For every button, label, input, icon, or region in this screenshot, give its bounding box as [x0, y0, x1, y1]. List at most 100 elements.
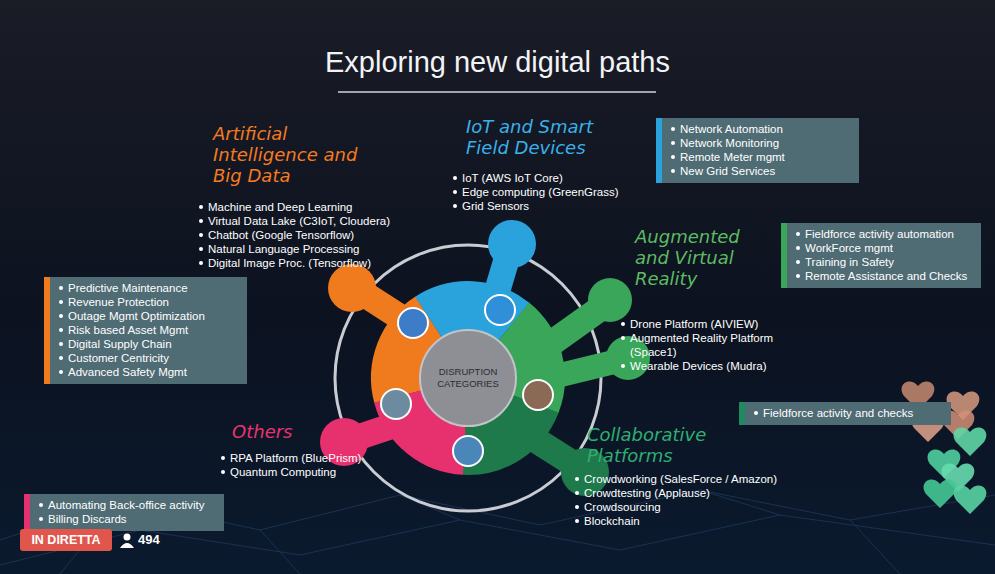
bullet-dot — [39, 503, 43, 507]
technology-list: IoT (AWS IoT Core)Edge computing (GreenG… — [452, 171, 652, 213]
bullet-dot — [796, 274, 800, 278]
technology-text: Digital Image Proc. (Tensorflow) — [208, 257, 371, 269]
technology-item: Augmented Reality Platform (Space1) — [620, 331, 780, 359]
bullet-dot — [59, 286, 63, 290]
category-panel: Automating Back-office activityBilling D… — [24, 494, 224, 531]
technology-item: Wearable Devices (Mudra) — [620, 359, 780, 373]
technology-item: Grid Sensors — [452, 199, 652, 213]
bullet-dot — [59, 370, 63, 374]
panel-item-text: Fieldforce activity and checks — [763, 407, 913, 419]
bullet-dot — [754, 411, 758, 415]
technology-item: Digital Image Proc. (Tensorflow) — [198, 256, 413, 270]
viewer-count: 494 — [138, 532, 160, 547]
technology-text: RPA Platform (BluePrism) — [230, 452, 361, 464]
panel-item-text: New Grid Services — [680, 165, 775, 177]
hub-label: DISRUPTION CATEGORIES — [433, 366, 503, 390]
bullet-dot — [199, 233, 203, 237]
panel-item: Advanced Safety Mgmt — [58, 365, 239, 379]
technology-item: Chatbot (Google Tensorflow) — [198, 228, 413, 242]
technology-text: Augmented Reality Platform (Space1) — [630, 332, 773, 358]
category-heading: Augmented and Virtual Reality — [635, 226, 775, 289]
panel-item-text: Advanced Safety Mgmt — [68, 366, 187, 378]
bullet-dot — [671, 141, 675, 145]
technology-list: Machine and Deep LearningVirtual Data La… — [198, 200, 413, 270]
panel-item: Network Monitoring — [670, 136, 851, 150]
technology-item: Virtual Data Lake (C3IoT, Cloudera) — [198, 214, 413, 228]
panel-item: Revenue Protection — [58, 295, 239, 309]
technology-item: Edge computing (GreenGrass) — [452, 185, 652, 199]
center-hub: DISRUPTION CATEGORIES — [420, 330, 516, 426]
panel-accent-bar — [656, 118, 662, 183]
slide-title: Exploring new digital paths — [0, 46, 995, 79]
bullet-dot — [199, 261, 203, 265]
technology-item: Blockchain — [574, 514, 804, 528]
panel-item-text: Network Monitoring — [680, 137, 779, 149]
category-heading: IoT and Smart Field Devices — [466, 116, 626, 158]
technology-text: Crowdworking (SalesForce / Amazon) — [584, 473, 777, 485]
technology-item: Machine and Deep Learning — [198, 200, 413, 214]
panel-item-text: Network Automation — [680, 123, 783, 135]
panel-item: Training in Safety — [795, 255, 973, 269]
bullet-dot — [199, 219, 203, 223]
panel-item: Outage Mgmt Optimization — [58, 309, 239, 323]
bullet-dot — [453, 204, 457, 208]
technology-text: Crowdtesting (Applause) — [584, 487, 710, 499]
panel-item: Remote Assistance and Checks — [795, 269, 973, 283]
technology-text: Grid Sensors — [462, 200, 529, 212]
bullet-dot — [59, 342, 63, 346]
panel-item-text: Customer Centricity — [68, 352, 169, 364]
panel-item-text: Remote Assistance and Checks — [805, 270, 967, 282]
bullet-dot — [221, 456, 225, 460]
technology-list: RPA Platform (BluePrism)Quantum Computin… — [220, 451, 380, 479]
category-heading: Collaborative Platforms — [587, 424, 737, 466]
technology-item: RPA Platform (BluePrism) — [220, 451, 380, 465]
panel-item: New Grid Services — [670, 164, 851, 178]
bullet-dot — [453, 190, 457, 194]
bullet-dot — [621, 322, 625, 326]
bullet-dot — [199, 205, 203, 209]
bullet-dot — [575, 491, 579, 495]
panel-accent-bar — [739, 402, 745, 425]
bullet-dot — [59, 356, 63, 360]
bullet-dot — [575, 477, 579, 481]
technology-text: Edge computing (GreenGrass) — [462, 186, 619, 198]
technology-item: Quantum Computing — [220, 465, 380, 479]
category-panel: Fieldforce activity automationWorkForce … — [781, 223, 981, 288]
panel-item-text: WorkForce mgmt — [805, 242, 893, 254]
technology-text: Natural Language Processing — [208, 243, 360, 255]
bullet-dot — [59, 300, 63, 304]
bullet-dot — [453, 176, 457, 180]
technology-item: Crowdworking (SalesForce / Amazon) — [574, 472, 804, 486]
bullet-dot — [39, 517, 43, 521]
technology-item: Natural Language Processing — [198, 242, 413, 256]
live-badge: IN DIRETTA — [20, 529, 112, 551]
panel-accent-bar — [44, 277, 50, 384]
bullet-dot — [199, 247, 203, 251]
panel-item-text: Revenue Protection — [68, 296, 169, 308]
bullet-dot — [59, 328, 63, 332]
panel-item: Billing Discards — [38, 512, 216, 526]
category-panel: Fieldforce activity and checks — [739, 402, 951, 425]
panel-item-text: Automating Back-office activity — [48, 499, 204, 511]
panel-accent-bar — [24, 494, 30, 531]
panel-item: Automating Back-office activity — [38, 498, 216, 512]
bullet-dot — [621, 336, 625, 340]
technology-item: Crowdsourcing — [574, 500, 804, 514]
technology-text: Chatbot (Google Tensorflow) — [208, 229, 354, 241]
bullet-dot — [671, 155, 675, 159]
bullet-dot — [796, 232, 800, 236]
panel-item-text: Predictive Maintenance — [68, 282, 188, 294]
technology-text: Drone Platform (AIVIEW) — [630, 318, 758, 330]
panel-accent-bar — [781, 223, 787, 288]
panel-item-text: Billing Discards — [48, 513, 127, 525]
technology-text: Machine and Deep Learning — [208, 201, 353, 213]
bullet-dot — [796, 246, 800, 250]
panel-item-text: Risk based Asset Mgmt — [68, 324, 188, 336]
bullet-dot — [621, 364, 625, 368]
panel-item: Remote Meter mgmt — [670, 150, 851, 164]
bullet-dot — [575, 505, 579, 509]
bullet-dot — [59, 314, 63, 318]
panel-item-text: Digital Supply Chain — [68, 338, 172, 350]
panel-item-text: Training in Safety — [805, 256, 894, 268]
panel-item: Predictive Maintenance — [58, 281, 239, 295]
